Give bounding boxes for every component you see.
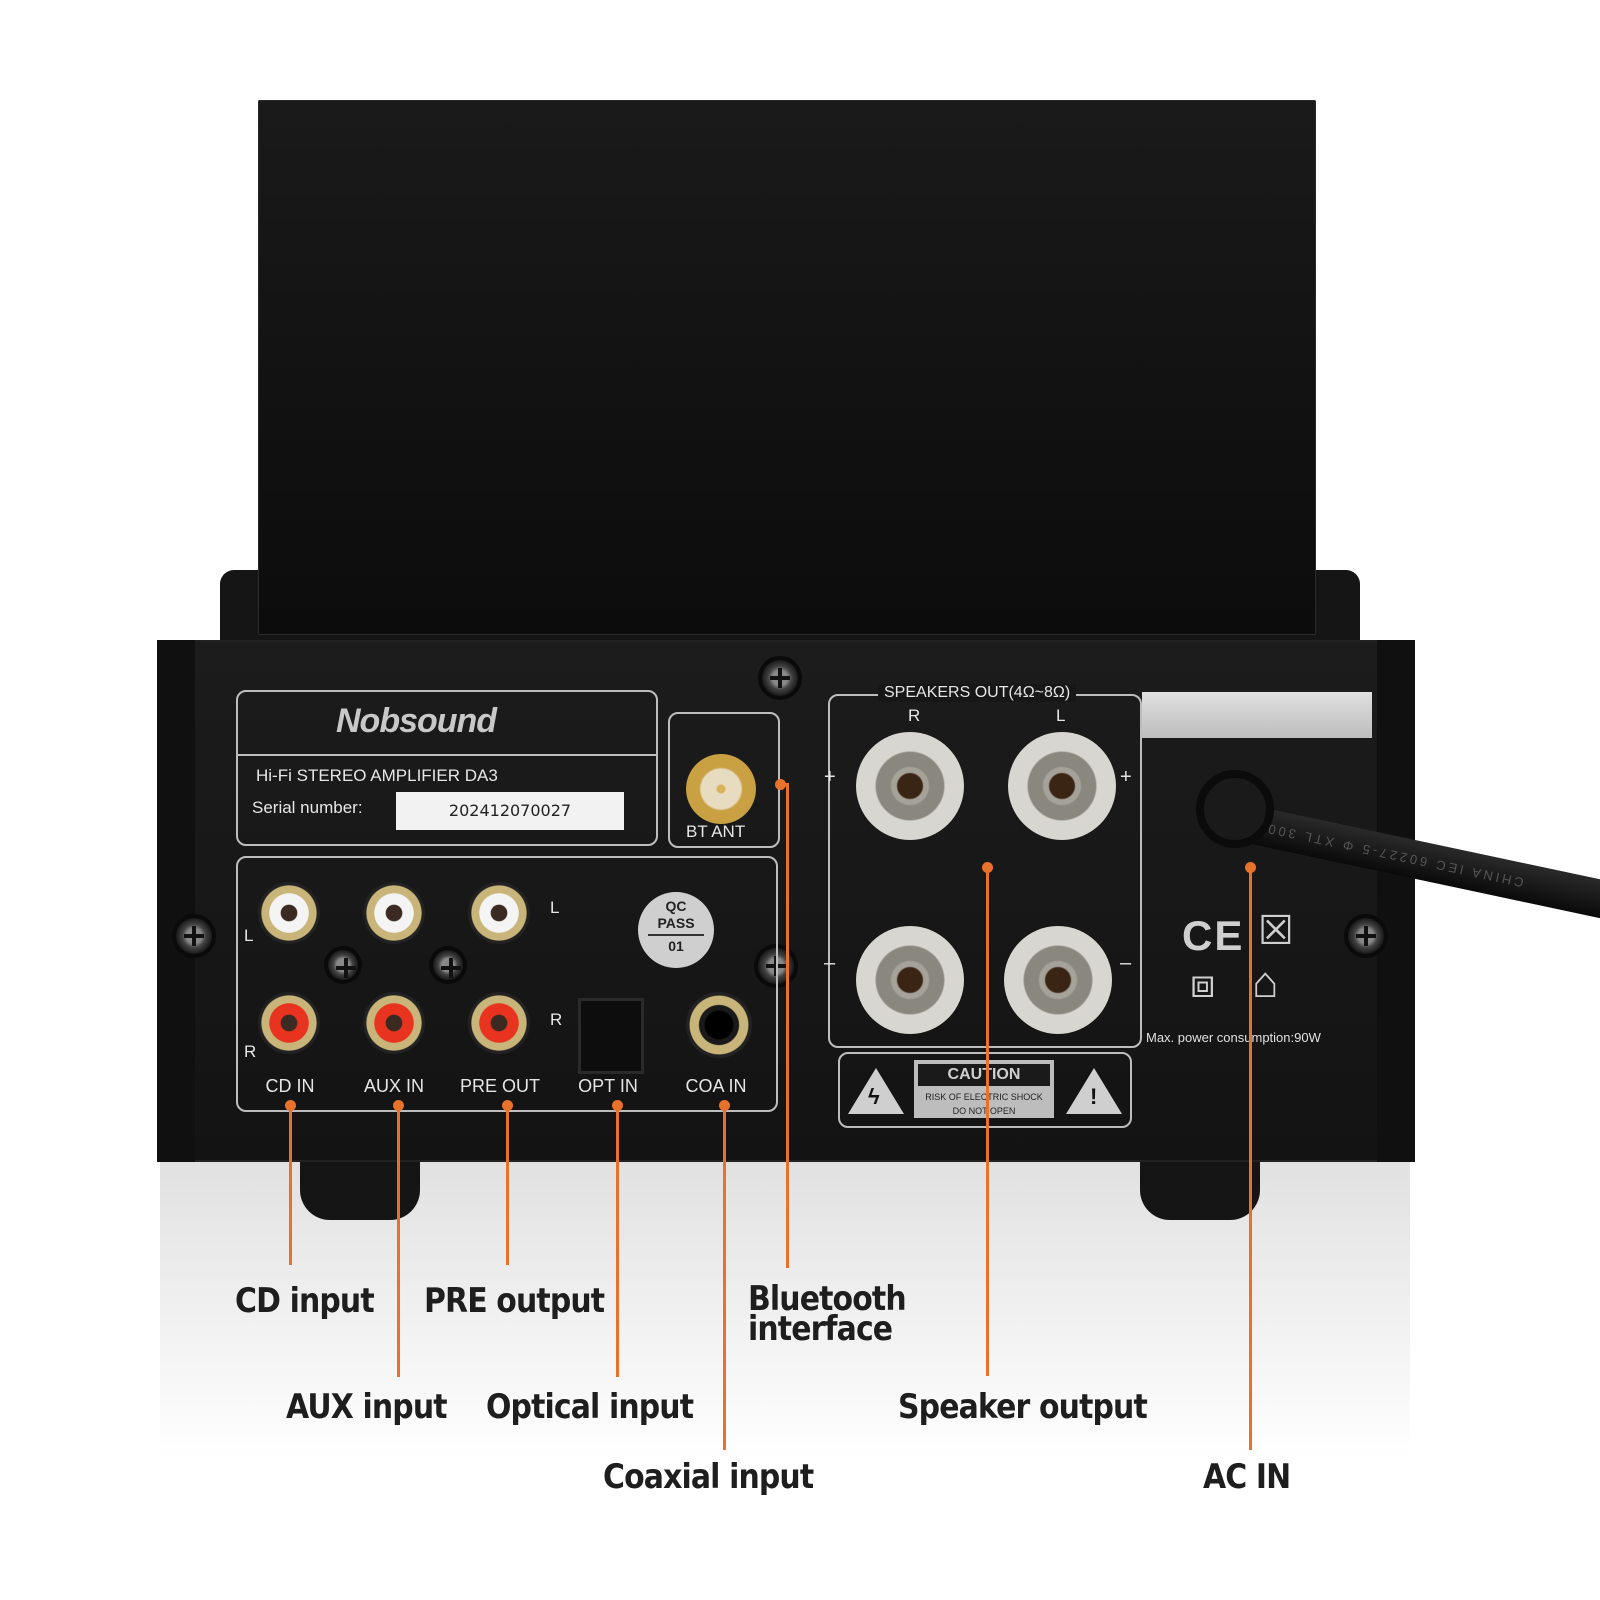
speaker-right-label: R	[908, 706, 921, 725]
caution-title: CAUTION	[918, 1064, 1050, 1086]
serial-label: Serial number:	[252, 798, 363, 817]
callout-line-opt	[616, 1105, 619, 1377]
plus-label: +	[1120, 766, 1132, 788]
callout-cd-input: CD input	[235, 1281, 375, 1321]
cd-in-label: CD IN	[265, 1076, 315, 1096]
foot-right	[1140, 1160, 1260, 1220]
ce-mark-icon: CE	[1182, 912, 1245, 959]
speakers-out-header: SPEAKERS OUT(4Ω~8Ω)	[878, 684, 1077, 702]
speaker-left-minus-terminal[interactable]	[1004, 926, 1112, 1034]
speaker-right-plus-terminal[interactable]	[856, 732, 964, 840]
callout-line-spk	[986, 866, 989, 1376]
indoor-use-icon: ⌂	[1252, 958, 1279, 1007]
callout-line-ac	[1249, 866, 1252, 1450]
coaxial-in-jack[interactable]	[686, 992, 752, 1058]
exclamation-icon: !	[1090, 1084, 1098, 1109]
speakers-out-panel: SPEAKERS OUT(4Ω~8Ω) R L + + – –	[824, 684, 1142, 1048]
speaker-left-label: L	[1056, 706, 1066, 725]
bt-antenna-label: BT ANT	[686, 822, 746, 841]
screw-icon	[762, 660, 798, 696]
right-channel-label: R	[244, 1042, 257, 1061]
foot-left	[300, 1160, 420, 1220]
qc-line2: PASS	[657, 915, 695, 931]
caution-panel: ϟ CAUTION RISK OF ELECTRIC SHOCK DO NOT …	[838, 1052, 1132, 1128]
pre-out-right-jack[interactable]	[468, 992, 530, 1054]
callout-line-cd	[289, 1105, 292, 1265]
plus-label: +	[824, 766, 836, 788]
divider	[238, 754, 656, 756]
callout-line-aux	[397, 1105, 400, 1377]
aux-in-left-jack[interactable]	[363, 882, 425, 944]
chassis-side-right	[1377, 640, 1415, 1162]
callout-ac-in: AC IN	[1203, 1457, 1291, 1497]
callout-line-bt-stub	[779, 783, 782, 786]
qc-pass-sticker: QC PASS 01	[638, 892, 714, 968]
speaker-right-minus-terminal[interactable]	[856, 926, 964, 1034]
brand-label-panel: Nobsound Hi-Fi STEREO AMPLIFIER DA3 Seri…	[236, 690, 658, 846]
left-channel-label: L	[244, 926, 254, 945]
screw-icon	[176, 918, 212, 954]
callout-bluetooth-line1: Bluetooth	[748, 1279, 907, 1319]
screw-icon	[328, 950, 358, 980]
pre-out-label: PRE OUT	[459, 1076, 540, 1096]
max-power-label: Max. power consumption:90W	[1146, 1030, 1321, 1045]
callout-line-pre	[506, 1105, 509, 1265]
callout-bluetooth-line2: interface	[748, 1309, 893, 1349]
cd-in-right-jack[interactable]	[258, 992, 320, 1054]
caution-line2: DO NOT OPEN	[952, 1106, 1016, 1116]
callout-speaker-output: Speaker output	[898, 1387, 1148, 1427]
class-ii-icon: ⧈	[1190, 962, 1216, 1006]
bt-antenna-panel: BT ANT	[668, 712, 780, 848]
transformer-cover	[258, 100, 1316, 635]
coa-in-label: COA IN	[685, 1076, 747, 1096]
callout-coaxial-input: Coaxial input	[603, 1457, 814, 1497]
callout-aux-input: AUX input	[286, 1387, 448, 1427]
qc-line1: QC	[665, 898, 687, 914]
caution-line1: RISK OF ELECTRIC SHOCK	[925, 1092, 1043, 1102]
chassis-side-left	[157, 640, 195, 1162]
callout-line-bt	[786, 783, 789, 1268]
cd-in-left-jack[interactable]	[258, 882, 320, 944]
aux-in-label: AUX IN	[363, 1076, 424, 1096]
screw-icon	[433, 950, 463, 980]
io-panel: L R L R QC PASS 01 CD IN AUX IN PRE OUT …	[236, 856, 778, 1112]
callout-optical-input: Optical input	[486, 1387, 694, 1427]
qc-line3: 01	[668, 938, 684, 954]
callout-line-bt-horizontal	[781, 783, 789, 786]
caution-sticker: CAUTION RISK OF ELECTRIC SHOCK DO NOT OP…	[914, 1060, 1054, 1118]
callout-pre-output: PRE output	[424, 1281, 605, 1321]
opt-in-label: OPT IN	[578, 1076, 638, 1096]
model-name: Hi-Fi STEREO AMPLIFIER DA3	[256, 766, 498, 785]
minus-label: –	[1120, 952, 1132, 974]
callout-bluetooth: Bluetooth interface	[748, 1279, 907, 1349]
minus-label: –	[824, 952, 836, 974]
brand-logo: Nobsound	[336, 702, 497, 740]
blank-sticker	[1142, 692, 1372, 738]
aux-in-right-jack[interactable]	[363, 992, 425, 1054]
right-channel-label: R	[550, 1010, 563, 1029]
ac-in-grommet[interactable]	[1196, 770, 1274, 848]
pre-out-left-jack[interactable]	[468, 882, 530, 944]
electric-shock-warning-icon	[848, 1068, 904, 1114]
lightning-icon: ϟ	[868, 1084, 880, 1109]
left-channel-label: L	[550, 898, 560, 917]
speaker-left-plus-terminal[interactable]	[1008, 732, 1116, 840]
serial-number-value: 202412070027	[396, 792, 624, 830]
optical-in-jack[interactable]	[578, 998, 644, 1074]
bt-antenna-connector[interactable]	[686, 754, 756, 824]
exclamation-warning-icon	[1066, 1068, 1122, 1114]
screw-icon	[1348, 918, 1384, 954]
weee-icon: ☒	[1258, 909, 1294, 953]
callout-line-coa	[723, 1105, 726, 1450]
